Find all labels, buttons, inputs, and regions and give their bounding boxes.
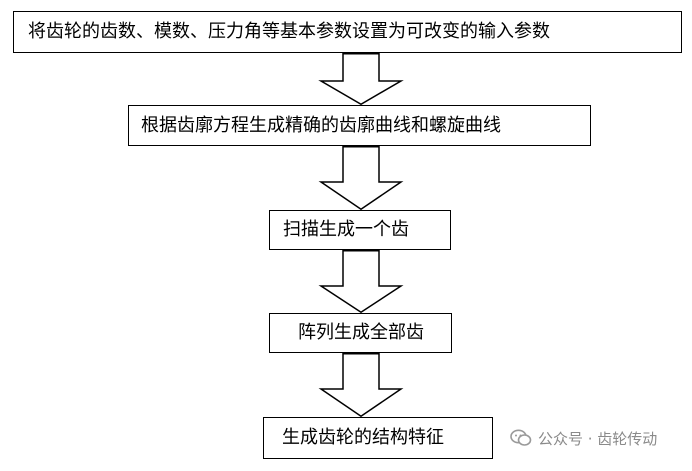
flow-arrow-3 <box>318 250 404 314</box>
watermark: 公众号 · 齿轮传动 <box>510 426 657 450</box>
flow-step-2-box: 根据齿廓方程生成精确的齿廓曲线和螺旋曲线 <box>128 105 591 146</box>
watermark-text: 公众号 · 齿轮传动 <box>538 429 658 448</box>
flow-step-5-label: 生成齿轮的结构特征 <box>282 427 444 448</box>
flow-step-5-box: 生成齿轮的结构特征 <box>263 417 493 459</box>
flow-arrow-1 <box>318 53 404 106</box>
flow-step-4-box: 阵列生成全部齿 <box>269 313 452 353</box>
flow-step-3-label: 扫描生成一个齿 <box>283 219 409 240</box>
wechat-icon <box>510 429 532 446</box>
flow-step-2-label: 根据齿廓方程生成精确的齿廓曲线和螺旋曲线 <box>141 114 501 136</box>
flow-step-1-label: 将齿轮的齿数、模数、压力角等基本参数设置为可改变的输入参数 <box>28 21 550 42</box>
flow-arrow-4 <box>318 353 404 418</box>
flow-arrow-2 <box>318 146 404 211</box>
flow-step-3-box: 扫描生成一个齿 <box>269 210 451 250</box>
flow-step-1-box: 将齿轮的齿数、模数、压力角等基本参数设置为可改变的输入参数 <box>13 11 682 53</box>
flow-step-4-label: 阵列生成全部齿 <box>298 322 424 343</box>
